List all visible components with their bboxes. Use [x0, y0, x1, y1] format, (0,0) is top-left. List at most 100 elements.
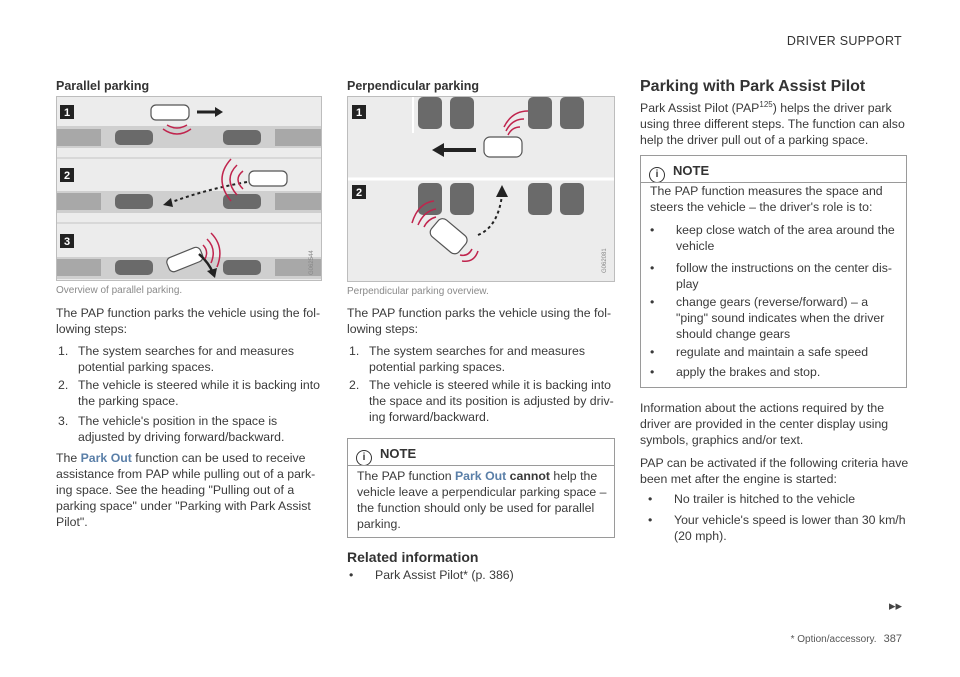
bullet-icon: •: [648, 513, 653, 527]
bullet-icon: •: [650, 261, 655, 275]
criteria-bullet: • Your vehicle's speed is lower than 30 …: [648, 512, 908, 544]
perpendicular-parking-illustration: 1 2 G062081: [348, 97, 614, 281]
parkout-line: assistance from PAP while pulling out of…: [56, 467, 316, 481]
option-note: * Option/accessory.: [790, 634, 877, 645]
info-icon: i: [649, 167, 665, 183]
pap-intro: Park Assist Pilot (PAP125) helps the dri…: [640, 97, 910, 148]
related-link[interactable]: • Park Assist Pilot* (p. 386): [349, 567, 609, 583]
bullet-icon: •: [650, 295, 655, 309]
step-text: potential parking spaces.: [78, 360, 215, 374]
parallel-parking-figure: 1 2 3 G062544: [56, 96, 322, 281]
section-header: DRIVER SUPPORT: [786, 34, 902, 48]
bullet-text: keep close watch of the area around the: [676, 223, 895, 237]
note-line: parking.: [357, 517, 401, 531]
pap-criteria-paragraph: PAP can be activated if the following cr…: [640, 455, 915, 487]
pap-title: Parking with Park Assist Pilot: [640, 78, 866, 95]
pap-info-line: Information about the actions required b…: [640, 401, 885, 415]
parallel-parking-illustration: 1 2 3 G062544: [57, 97, 321, 280]
parkout-text: function can be used to receive: [131, 451, 306, 465]
note-label: NOTE: [673, 163, 710, 178]
bullet-icon: •: [650, 365, 655, 379]
note-label: NOTE: [380, 446, 417, 461]
step-text: The vehicle is steered while it is backi…: [78, 378, 320, 392]
bullet-text: "ping" sound indicates when the driver: [676, 311, 885, 325]
parkout-line: parking space" under "Parking with Park …: [56, 499, 311, 513]
pap-info-paragraph: Information about the actions required b…: [640, 400, 910, 448]
parkout-paragraph: The Park Out function can be used to rec…: [56, 450, 326, 530]
parkout-line: ing space. See the heading "Pulling out …: [56, 483, 295, 497]
page-footer: * Option/accessory. 387: [791, 633, 902, 645]
perpendicular-intro: The PAP function parks the vehicle using…: [347, 305, 617, 337]
bullet-text: Your vehicle's speed is lower than 30 km…: [674, 513, 906, 527]
note-heading: i NOTE: [649, 163, 709, 183]
parallel-step-label-3: 3: [64, 236, 70, 248]
note-line: steers the vehicle – the driver's role i…: [650, 200, 873, 214]
pap-intro-text: ) helps the driver park: [772, 101, 892, 116]
note-body: The PAP function measures the space and …: [650, 183, 905, 215]
parallel-intro-line: lowing steps:: [56, 322, 128, 336]
note-bullet: • follow the instructions on the center …: [650, 260, 900, 292]
bullet-text: play: [676, 277, 699, 291]
note-bullet: • keep close watch of the area around th…: [650, 222, 900, 254]
parkout-line: Pilot".: [56, 515, 88, 529]
pap-criteria-line: been met after the engine is started:: [640, 472, 837, 486]
criteria-bullet: • No trailer is hitched to the vehicle: [648, 491, 908, 507]
note-line: The PAP function measures the space and: [650, 184, 883, 198]
park-out-term: Park Out: [80, 451, 132, 465]
parallel-intro-line: The PAP function parks the vehicle using…: [56, 306, 321, 320]
pap-criteria-line: PAP can be activated if the following cr…: [640, 456, 909, 470]
step-text: the space and its position is adjusted b…: [369, 394, 614, 408]
step-text: adjusted by driving forward/backward.: [78, 430, 285, 444]
perpendicular-caption: Perpendicular parking overview.: [347, 286, 489, 297]
note-divider: [641, 182, 906, 183]
bullet-text: vehicle: [676, 239, 715, 253]
step-text: the parking space.: [78, 394, 179, 408]
step-text: The system searches for and measures: [78, 344, 294, 358]
park-out-term: Park Out: [454, 469, 507, 483]
pap-intro-line: using three different steps. The functio…: [640, 117, 905, 132]
perpendicular-parking-figure: 1 2 G062081: [347, 96, 615, 282]
continue-arrows-icon: ▸▸: [888, 598, 902, 613]
related-link-text[interactable]: Park Assist Pilot* (p. 386): [375, 568, 514, 582]
bullet-text: regulate and maintain a safe speed: [676, 345, 869, 359]
bullet-text: change gears (reverse/forward) – a: [676, 295, 869, 309]
step-text: The vehicle's position in the space is: [78, 414, 278, 428]
step-text: The vehicle is steered while it is backi…: [369, 378, 611, 392]
parallel-title: Parallel parking: [56, 79, 150, 93]
parallel-step-label-2: 2: [64, 170, 70, 182]
note-bullet: • change gears (reverse/forward) – a "pin…: [650, 294, 900, 342]
bullet-text: (20 mph).: [674, 529, 727, 543]
parallel-caption: Overview of parallel parking.: [56, 285, 183, 296]
page-number: 387: [883, 633, 902, 645]
related-information-title: Related information: [347, 549, 479, 565]
bullet-text: should change gears: [676, 327, 791, 341]
parallel-step-3: 3. The vehicle's position in the space i…: [58, 413, 328, 445]
perpendicular-intro-line: lowing steps:: [347, 322, 419, 336]
bullet-text: follow the instructions on the center di…: [676, 261, 892, 275]
step-number: 2.: [349, 378, 360, 392]
pap-note-box: i NOTE The PAP function measures the spac…: [640, 155, 907, 388]
perpendicular-step-label-1: 1: [356, 107, 362, 119]
step-text: The system searches for and measures: [369, 344, 585, 358]
pap-info-line: driver are provided in the center displa…: [640, 417, 889, 431]
step-number: 3.: [58, 414, 69, 428]
parallel-step-label-1: 1: [64, 107, 70, 119]
step-number: 2.: [58, 378, 69, 392]
bullet-icon: •: [650, 345, 655, 359]
bullet-icon: •: [349, 568, 354, 582]
step-number: 1.: [58, 344, 69, 358]
step-number: 1.: [349, 344, 360, 358]
bullet-text: No trailer is hitched to the vehicle: [674, 492, 856, 506]
perpendicular-figure-code: G062081: [602, 248, 608, 273]
step-text: ing forward/backward.: [369, 410, 490, 424]
note-divider: [348, 465, 614, 466]
perpendicular-step-label-2: 2: [356, 187, 362, 199]
perpendicular-step-2: 2. The vehicle is steered while it is ba…: [349, 377, 619, 427]
parallel-step-1: 1. The system searches for and measures …: [58, 343, 328, 375]
note-text: help the: [549, 469, 598, 483]
parkout-text: The: [56, 451, 81, 465]
note-line: the function should only be used for par…: [357, 501, 595, 515]
bullet-icon: •: [650, 223, 655, 237]
footnote-ref: 125: [759, 100, 773, 109]
